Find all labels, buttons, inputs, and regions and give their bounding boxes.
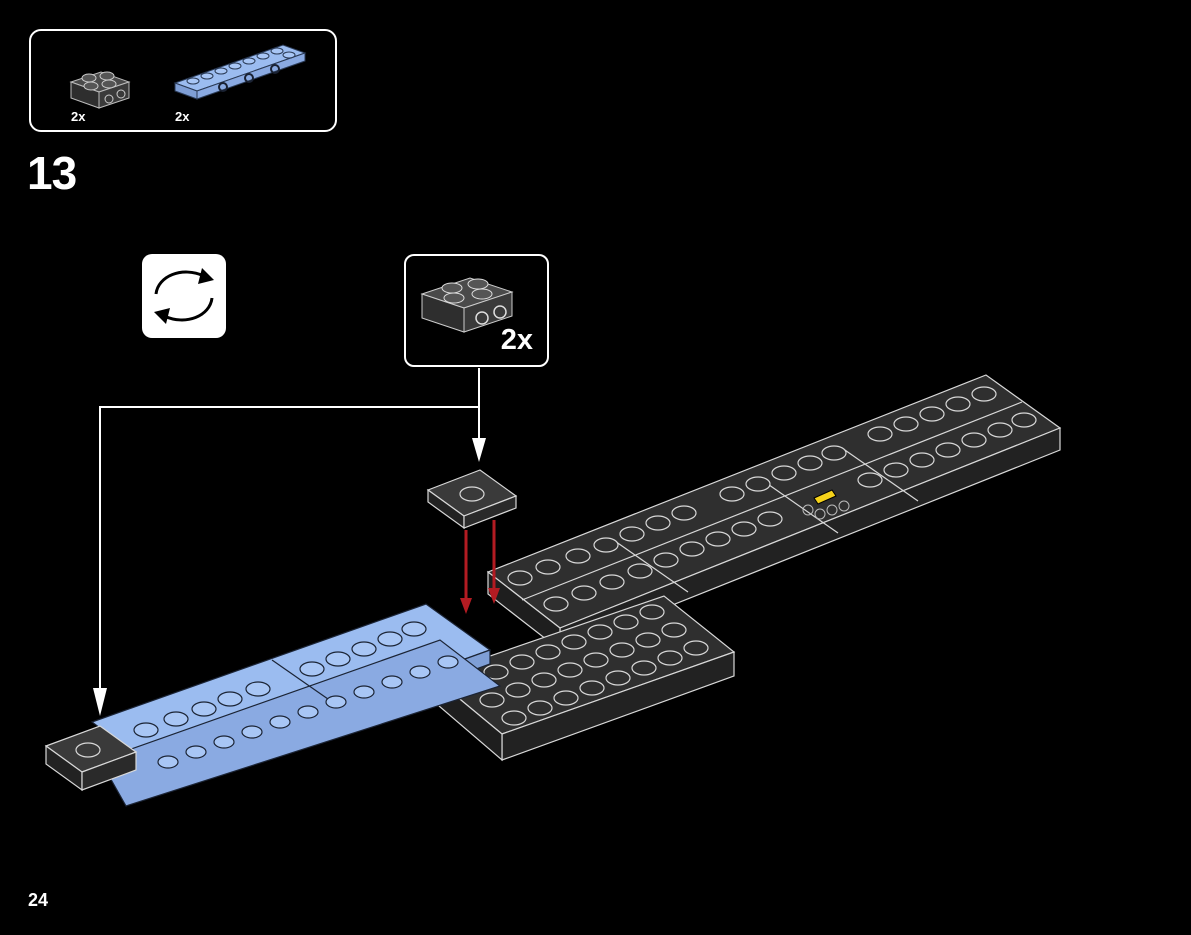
dark-gray-long-plate bbox=[486, 374, 1062, 652]
dark-gray-bracket-falling bbox=[426, 469, 518, 530]
callout-qty: 2x bbox=[500, 324, 533, 356]
rotate-model-icon bbox=[142, 254, 226, 338]
step-number: 13 bbox=[27, 147, 77, 199]
light-blue-plates bbox=[90, 603, 502, 807]
parts-list: 2x 2x bbox=[29, 29, 337, 132]
light-blue-plate-2x8-icon bbox=[173, 44, 307, 100]
red-arrows bbox=[460, 520, 500, 614]
parts-qty-1: 2x bbox=[71, 109, 86, 124]
dark-gray-studs-row bbox=[507, 386, 1037, 612]
dark-gray-plate-bracket-icon bbox=[69, 71, 131, 109]
guide-lines bbox=[99, 368, 480, 690]
dark-gray-bracket-placed bbox=[44, 725, 138, 792]
guide-arrow-head bbox=[472, 438, 486, 462]
light-blue-studs bbox=[133, 621, 459, 769]
guide-arrow-head bbox=[93, 688, 107, 716]
sub-callout: 2x bbox=[404, 254, 549, 367]
yellow-marker bbox=[813, 489, 837, 505]
dark-gray-plate-bracket-icon bbox=[420, 277, 514, 333]
parts-qty-2: 2x bbox=[175, 109, 190, 124]
page-number: 24 bbox=[28, 890, 49, 910]
small-studs bbox=[802, 500, 850, 520]
